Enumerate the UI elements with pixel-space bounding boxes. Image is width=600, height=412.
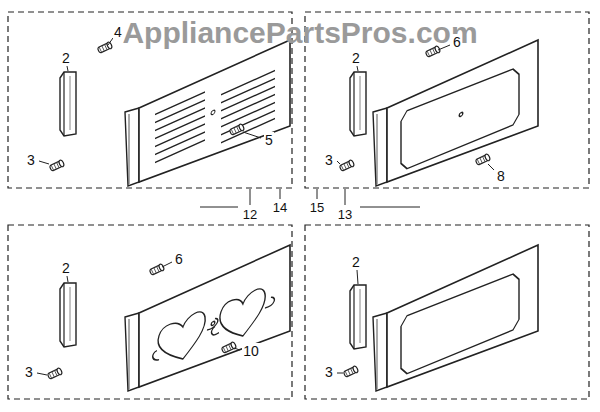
watermark: AppliancePartsPros.com bbox=[121, 17, 478, 49]
callout-number: 15 bbox=[309, 200, 325, 215]
callout-number: 10 bbox=[242, 343, 260, 359]
callout-number: 14 bbox=[272, 200, 288, 215]
callout-number: 3 bbox=[24, 364, 34, 380]
callout-number: 6 bbox=[174, 251, 184, 267]
callout-number: 5 bbox=[264, 132, 274, 148]
callout-number: 13 bbox=[337, 207, 353, 222]
callout-number: 3 bbox=[26, 152, 36, 168]
callout-number: 12 bbox=[242, 207, 258, 222]
callout-number: 2 bbox=[351, 254, 361, 270]
callout-number: 6 bbox=[452, 34, 462, 50]
callout-number: 8 bbox=[496, 168, 506, 184]
callout-number: 3 bbox=[324, 364, 334, 380]
callout-number: 2 bbox=[351, 50, 361, 66]
callout-number: 4 bbox=[113, 24, 123, 40]
callout-number: 2 bbox=[61, 260, 71, 276]
callout-number: 3 bbox=[324, 152, 334, 168]
callout-number: 2 bbox=[61, 50, 71, 66]
